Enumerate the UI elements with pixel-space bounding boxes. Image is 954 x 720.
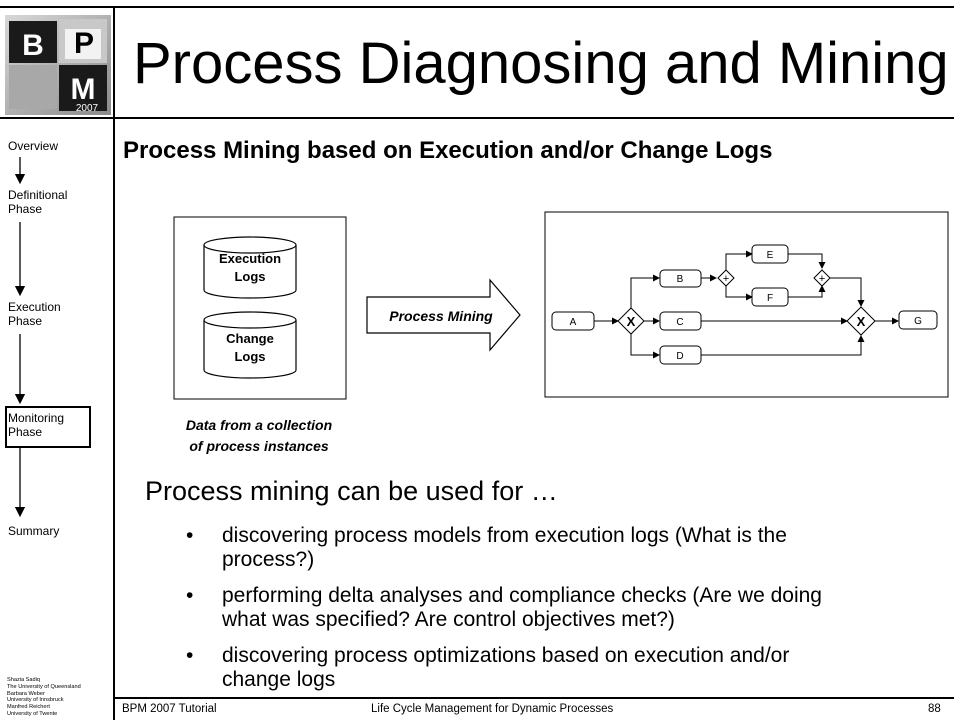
xor-join-label: X: [857, 314, 866, 329]
logo-letter-p: P: [74, 27, 94, 60]
bullet-text-line: performing delta analyses and compliance…: [222, 584, 822, 607]
node-f-label: F: [767, 293, 773, 304]
bullet-dot: •: [186, 524, 194, 547]
data-caption-line-1: Data from a collection: [186, 417, 332, 433]
logo-letter-b: B: [22, 29, 44, 62]
footer-left: BPM 2007 Tutorial: [122, 703, 217, 715]
credit-line: Barbara Weber: [7, 690, 45, 697]
process-mining-arrow-label: Process Mining: [389, 308, 493, 324]
sidebar-divider: [113, 6, 115, 720]
xor-split-gateway: X: [617, 307, 645, 335]
node-d: D: [659, 345, 702, 365]
nav-execution-phase[interactable]: Execution Phase: [8, 300, 108, 328]
execution-logs-label-1: Execution: [219, 251, 281, 266]
data-caption-line-2: of process instances: [189, 438, 328, 454]
sidebar-flow-arrows: [14, 157, 26, 518]
slide-title: Process Diagnosing and Mining: [133, 31, 949, 96]
title-rule: [0, 117, 954, 119]
credit-line: The University of Queensland: [7, 683, 81, 690]
nav-definitional-label-1: Definitional: [8, 188, 68, 202]
change-logs-label-2: Logs: [234, 349, 265, 364]
nav-overview-label: Overview: [8, 139, 59, 153]
nav-monitoring-label-1: Monitoring: [8, 411, 65, 425]
bullet-text-line: change logs: [222, 668, 336, 691]
and-split-gateway: +: [717, 269, 735, 287]
process-model-container: [544, 211, 949, 398]
execution-logs-cylinder: Execution Logs: [203, 236, 297, 299]
bullet-text-line: what was specified? Are control objectiv…: [222, 608, 675, 631]
node-e-label: E: [767, 250, 774, 261]
node-f: F: [751, 287, 789, 307]
nav-summary[interactable]: Summary: [8, 524, 108, 538]
and-join-label: +: [819, 273, 825, 285]
bullet-dot: •: [186, 584, 194, 607]
footer-rule: [113, 697, 954, 699]
credit-line: University of Innsbruck: [7, 697, 64, 704]
node-g: G: [898, 310, 938, 330]
footer-center: Life Cycle Management for Dynamic Proces…: [371, 703, 614, 715]
node-e: E: [751, 244, 789, 264]
lead-text: Process mining can be used for …: [145, 476, 558, 506]
logo-letter-m: M: [71, 73, 96, 106]
nav-definitional-label-2: Phase: [8, 202, 43, 216]
bullet-item: • discovering process optimizations base…: [186, 644, 926, 692]
bullet-text-line: discovering process models from executio…: [222, 524, 787, 547]
node-g-label: G: [914, 316, 922, 327]
nav-monitoring-phase[interactable]: Monitoring Phase: [8, 411, 108, 439]
process-mining-arrow: [366, 278, 521, 352]
credit-line: University of Twente: [7, 710, 58, 717]
bullet-text-line: process?): [222, 548, 315, 571]
bullet-item: • performing delta analyses and complian…: [186, 584, 926, 632]
node-c-label: C: [676, 317, 683, 328]
page-number: 88: [928, 703, 941, 715]
process-mining-diagram: Execution Logs Change Logs Process Minin…: [173, 211, 949, 454]
bullet-text-line: discovering process optimizations based …: [222, 644, 790, 667]
node-a-label: A: [570, 317, 577, 328]
slide-subtitle: Process Mining based on Execution and/or…: [123, 137, 773, 164]
node-a: A: [551, 311, 595, 331]
node-d-label: D: [676, 351, 683, 362]
top-rule: [0, 6, 954, 8]
node-b: B: [659, 269, 702, 288]
bpm-2007-logo: B P M 2007: [5, 15, 111, 115]
change-logs-cylinder: Change Logs: [203, 311, 297, 379]
credit-line: Shazia Sadiq: [7, 677, 40, 683]
xor-join-gateway: X: [846, 306, 876, 336]
credit-line: Manfred Reichert: [7, 704, 50, 711]
execution-logs-label-2: Logs: [234, 269, 265, 284]
logo-year: 2007: [76, 103, 99, 114]
nav-execution-label-2: Phase: [8, 314, 43, 328]
nav-execution-label-1: Execution: [8, 300, 61, 314]
and-join-gateway: +: [813, 269, 831, 287]
nav-summary-label: Summary: [8, 524, 60, 538]
bullet-item: • discovering process models from execut…: [186, 524, 926, 572]
nav-overview[interactable]: Overview: [8, 139, 108, 153]
author-credits: Shazia Sadiq The University of Queenslan…: [7, 677, 117, 718]
nav-monitoring-label-2: Phase: [8, 425, 43, 439]
node-b-label: B: [677, 274, 684, 285]
nav-monitoring-highlight: [5, 406, 91, 448]
node-c: C: [659, 311, 702, 331]
and-split-label: +: [723, 273, 729, 285]
xor-split-label: X: [627, 314, 636, 329]
bullet-dot: •: [186, 644, 194, 667]
change-logs-label-1: Change: [226, 331, 274, 346]
nav-definitional-phase[interactable]: Definitional Phase: [8, 188, 108, 216]
